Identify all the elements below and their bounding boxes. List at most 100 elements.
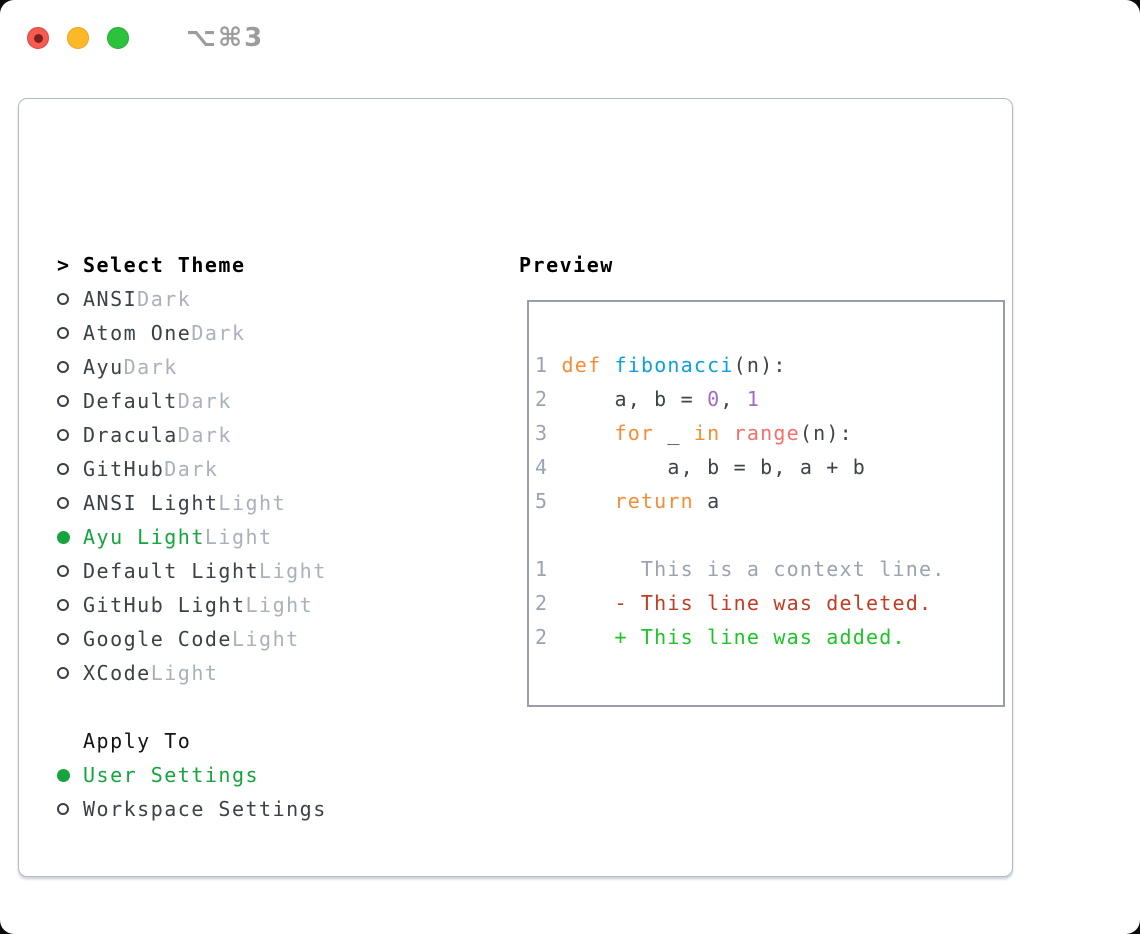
code-line: 2 a, b = 0, 1 bbox=[535, 382, 1003, 416]
radio-icon bbox=[57, 667, 83, 679]
code-line: 3 for _ in range(n): bbox=[535, 416, 1003, 450]
theme-item-default-light[interactable]: Default Light Light bbox=[57, 554, 436, 588]
line-number: 1 bbox=[535, 557, 562, 581]
radio-icon bbox=[57, 497, 83, 509]
code-line: 1 This is a context line. bbox=[535, 552, 1003, 586]
radio-icon bbox=[57, 599, 83, 611]
theme-item-default[interactable]: Default Dark bbox=[57, 384, 436, 418]
code-line bbox=[535, 518, 1003, 552]
code-token: a bbox=[693, 489, 721, 513]
code-token: a, b = b, a + b bbox=[561, 455, 867, 479]
radio-selected-icon bbox=[57, 530, 83, 544]
minimize-button[interactable] bbox=[67, 27, 89, 49]
prompt-caret-icon: > bbox=[57, 253, 71, 277]
code-token bbox=[720, 421, 733, 445]
line-number: 4 bbox=[535, 455, 562, 479]
code-line: 5 return a bbox=[535, 484, 1003, 518]
radio-icon bbox=[57, 565, 83, 577]
spacer bbox=[57, 690, 436, 724]
theme-item-ansi[interactable]: ANSI Dark bbox=[57, 282, 436, 316]
theme-item-name: Ayu Light bbox=[83, 525, 205, 549]
theme-item-name: ANSI Light bbox=[83, 491, 219, 515]
line-number: 2 bbox=[535, 591, 562, 615]
theme-item-name: Default bbox=[83, 389, 178, 413]
theme-variant-tag: Light bbox=[245, 593, 314, 617]
theme-variant-tag: Dark bbox=[137, 287, 192, 311]
theme-item-name: Google Code bbox=[83, 627, 232, 651]
line-number: 5 bbox=[535, 489, 562, 513]
theme-item-name: Dracula bbox=[83, 423, 178, 447]
theme-variant-tag: Dark bbox=[191, 321, 246, 345]
code-token: + This line was added. bbox=[561, 625, 906, 649]
theme-item-dracula[interactable]: Dracula Dark bbox=[57, 418, 436, 452]
theme-item-github-light[interactable]: GitHub Light Light bbox=[57, 588, 436, 622]
hint-text: (Use Enter to select, Tab to change focu… bbox=[57, 860, 436, 934]
theme-item-github[interactable]: GitHub Dark bbox=[57, 452, 436, 486]
code-line: 2 - This line was deleted. bbox=[535, 586, 1003, 620]
code-line: 2 + This line was added. bbox=[535, 620, 1003, 654]
theme-item-name: Default Light bbox=[83, 559, 260, 583]
window-shortcut-title: ⌥⌘3 bbox=[186, 23, 265, 53]
radio-icon bbox=[57, 803, 83, 815]
line-number: 1 bbox=[535, 353, 562, 377]
code-token: , bbox=[720, 387, 747, 411]
apply-option-workspace-settings[interactable]: Workspace Settings bbox=[57, 792, 436, 826]
theme-item-name: Atom One bbox=[83, 321, 192, 345]
select-theme-header: > Select Theme bbox=[57, 248, 436, 282]
theme-item-google-code[interactable]: Google Code Light bbox=[57, 622, 436, 656]
theme-item-name: GitHub bbox=[83, 457, 165, 481]
code-token: (n): bbox=[733, 353, 787, 377]
code-token: def bbox=[561, 353, 602, 377]
code-token: range bbox=[733, 421, 800, 445]
code-token: fibonacci bbox=[614, 353, 734, 377]
code-token bbox=[601, 353, 614, 377]
theme-variant-tag: Light bbox=[231, 627, 300, 651]
theme-item-name: Ayu bbox=[83, 355, 124, 379]
theme-item-name: ANSI bbox=[83, 287, 138, 311]
code-token: a, b = bbox=[561, 387, 708, 411]
close-button[interactable] bbox=[27, 27, 49, 49]
radio-icon bbox=[57, 293, 83, 305]
code-line: 1 def fibonacci(n): bbox=[535, 348, 1003, 382]
code-line: 4 a, b = b, a + b bbox=[535, 450, 1003, 484]
modified-dot-icon bbox=[33, 33, 43, 43]
theme-item-ansi-light[interactable]: ANSI Light Light bbox=[57, 486, 436, 520]
theme-variant-tag: Dark bbox=[177, 423, 232, 447]
code-token: for bbox=[614, 421, 655, 445]
line-number: 2 bbox=[535, 625, 562, 649]
theme-item-name: GitHub Light bbox=[83, 593, 246, 617]
theme-variant-tag: Light bbox=[204, 525, 273, 549]
theme-item-name: XCode bbox=[83, 661, 151, 685]
preview-title: Preview bbox=[519, 253, 614, 277]
apply-option-user-settings[interactable]: User Settings bbox=[57, 758, 436, 792]
radio-icon bbox=[57, 633, 83, 645]
code-token: 0 bbox=[707, 387, 721, 411]
radio-icon bbox=[57, 395, 83, 407]
code-token: (n): bbox=[799, 421, 853, 445]
theme-item-atom-one[interactable]: Atom One Dark bbox=[57, 316, 436, 350]
maximize-button[interactable] bbox=[107, 27, 129, 49]
theme-variant-tag: Light bbox=[150, 661, 219, 685]
theme-item-ayu[interactable]: Ayu Dark bbox=[57, 350, 436, 384]
theme-variant-tag: Dark bbox=[164, 457, 219, 481]
code-token: return bbox=[614, 489, 694, 513]
code-token: - This line was deleted. bbox=[561, 591, 933, 615]
theme-variant-tag: Light bbox=[218, 491, 287, 515]
theme-variant-tag: Dark bbox=[123, 355, 178, 379]
theme-variant-tag: Dark bbox=[177, 389, 232, 413]
code-token: This is a context line. bbox=[561, 557, 946, 581]
radio-icon bbox=[57, 327, 83, 339]
theme-item-xcode[interactable]: XCode Light bbox=[57, 656, 436, 690]
radio-icon bbox=[57, 463, 83, 475]
theme-variant-tag: Light bbox=[259, 559, 327, 583]
line-number: 3 bbox=[535, 421, 562, 445]
apply-option-name: Workspace Settings bbox=[83, 797, 327, 821]
theme-item-ayu-light[interactable]: Ayu Light Light bbox=[57, 520, 436, 554]
